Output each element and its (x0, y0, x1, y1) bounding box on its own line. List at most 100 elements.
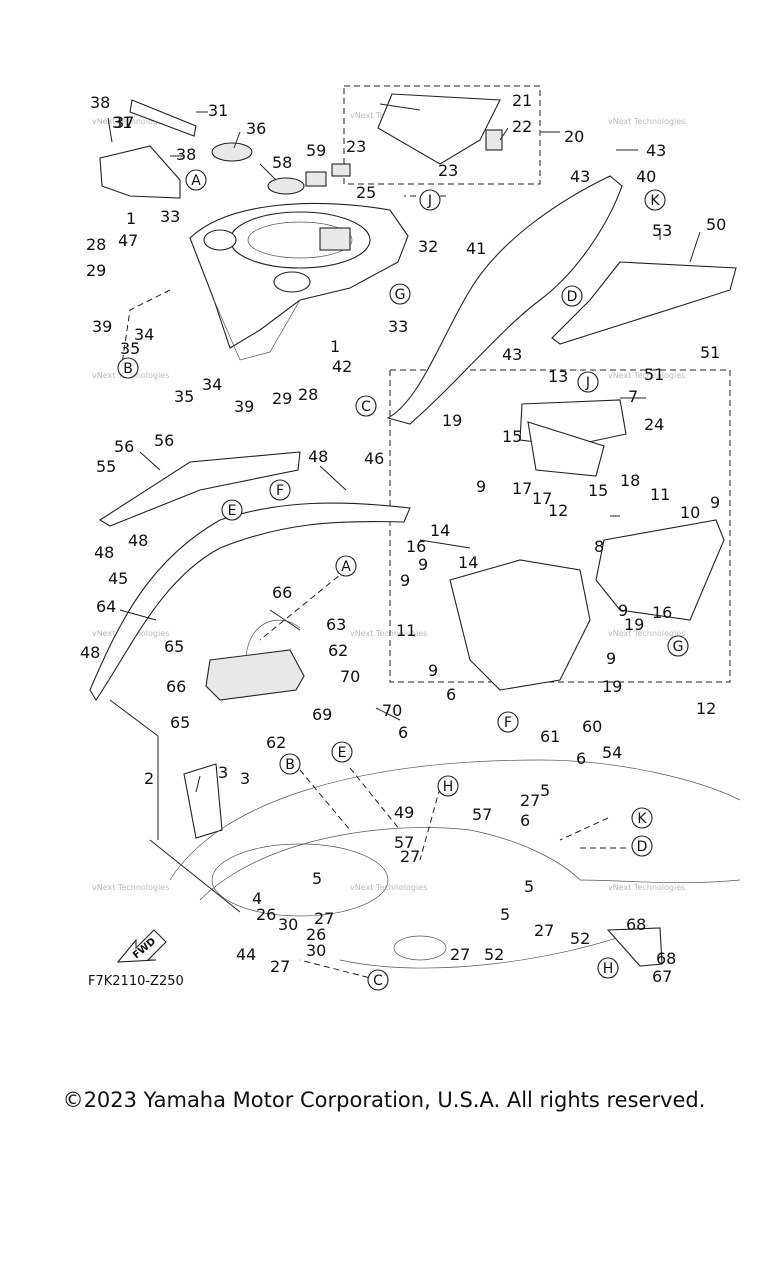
callout-5: 5 (312, 869, 322, 888)
watermark: vNext Technologies (92, 883, 169, 892)
reference-circle-a: A (335, 555, 357, 577)
callout-18: 18 (620, 471, 640, 490)
svg-text:E: E (338, 745, 347, 761)
svg-text:C: C (361, 399, 371, 415)
callout-38: 38 (90, 93, 110, 112)
callout-15: 15 (502, 427, 522, 446)
callout-6: 6 (398, 723, 408, 742)
svg-text:C: C (373, 973, 383, 989)
side-cover-40 (386, 175, 623, 425)
callout-35: 35 (174, 387, 194, 406)
callout-9: 9 (428, 661, 438, 680)
latch-22 (485, 129, 503, 151)
callout-19: 19 (442, 411, 462, 430)
callout-41: 41 (466, 239, 486, 258)
callout-16: 16 (652, 603, 672, 622)
callout-52: 52 (484, 945, 504, 964)
callout-25: 25 (356, 183, 376, 202)
callout-36: 36 (246, 119, 266, 138)
callout-65: 65 (170, 713, 190, 732)
reference-circle-e: E (221, 499, 243, 521)
callout-12: 12 (548, 501, 568, 520)
storage-bin-10 (595, 519, 725, 621)
callout-9: 9 (606, 649, 616, 668)
reference-circle-f: F (497, 711, 519, 733)
callout-63: 63 (326, 615, 346, 634)
svg-text:K: K (650, 193, 660, 209)
watermark: vNext Technologies (350, 883, 427, 892)
reference-circle-c: C (367, 969, 389, 991)
callout-43: 43 (502, 345, 522, 364)
callout-11: 11 (650, 485, 670, 504)
callout-1: 1 (126, 209, 136, 228)
callout-43: 43 (570, 167, 590, 186)
callout-5: 5 (524, 877, 534, 896)
callout-65: 65 (164, 637, 184, 656)
reference-code: F7K2110-Z250 (88, 974, 184, 989)
watermark: vNext Technologies (608, 371, 685, 380)
callout-10: 10 (680, 503, 700, 522)
callout-58: 58 (272, 153, 292, 172)
watermark: vNext Technologies (608, 117, 685, 126)
callout-42: 42 (332, 357, 352, 376)
callout-53: 53 (652, 221, 672, 240)
exploded-parts-diagram: vNext Technologies vNext Technologies vN… (80, 85, 741, 991)
callout-9: 9 (400, 571, 410, 590)
callout-27: 27 (314, 909, 334, 928)
callout-31: 31 (208, 101, 228, 120)
callout-27: 27 (534, 921, 554, 940)
callout-49: 49 (394, 803, 414, 822)
callout-37: 37 (114, 113, 134, 132)
callout-62: 62 (328, 641, 348, 660)
callout-50: 50 (706, 215, 726, 234)
svg-text:D: D (637, 839, 648, 855)
callout-9: 9 (618, 601, 628, 620)
reference-circle-b: B (279, 753, 301, 775)
callout-30: 30 (278, 915, 298, 934)
callout-24: 24 (644, 415, 664, 434)
callout-29: 29 (272, 389, 292, 408)
svg-text:A: A (341, 559, 351, 575)
strap-64 (245, 619, 301, 657)
callout-48: 48 (128, 531, 148, 550)
cap-31b (267, 177, 305, 195)
watermark: vNext Technologies (92, 117, 169, 126)
callout-45: 45 (108, 569, 128, 588)
callout-34: 34 (134, 325, 154, 344)
callout-28: 28 (86, 235, 106, 254)
upper-hull-cover (189, 202, 409, 361)
callout-39: 39 (92, 317, 112, 336)
seat-21 (377, 93, 501, 165)
callout-48: 48 (94, 543, 114, 562)
fwd-arrow: FWD (116, 929, 167, 963)
part-63 (205, 649, 305, 701)
callout-66: 66 (166, 677, 186, 696)
callout-14: 14 (458, 553, 478, 572)
svg-text:J: J (427, 193, 432, 209)
svg-text:K: K (637, 811, 647, 827)
part-58 (305, 171, 327, 187)
callout-61: 61 (540, 727, 560, 746)
callout-27: 27 (450, 945, 470, 964)
reference-circle-d: D (561, 285, 583, 307)
callout-56: 56 (114, 437, 134, 456)
reference-circle-h: H (597, 957, 619, 979)
callout-12: 12 (696, 699, 716, 718)
callout-23: 23 (346, 137, 366, 156)
callout-38: 38 (176, 145, 196, 164)
callout-6: 6 (446, 685, 456, 704)
callout-46: 46 (364, 449, 384, 468)
callout-21: 21 (512, 91, 532, 110)
callout-47: 47 (118, 231, 138, 250)
svg-text:F: F (504, 715, 512, 731)
callout-40: 40 (636, 167, 656, 186)
callout-33: 33 (160, 207, 180, 226)
callout-59: 59 (306, 141, 326, 160)
svg-text:G: G (673, 639, 684, 655)
seat-assembly-box (343, 85, 541, 185)
callout-26: 26 (306, 925, 326, 944)
part-59 (331, 163, 351, 177)
reference-circle-c: C (355, 395, 377, 417)
svg-text:B: B (285, 757, 295, 773)
callout-33: 33 (388, 317, 408, 336)
